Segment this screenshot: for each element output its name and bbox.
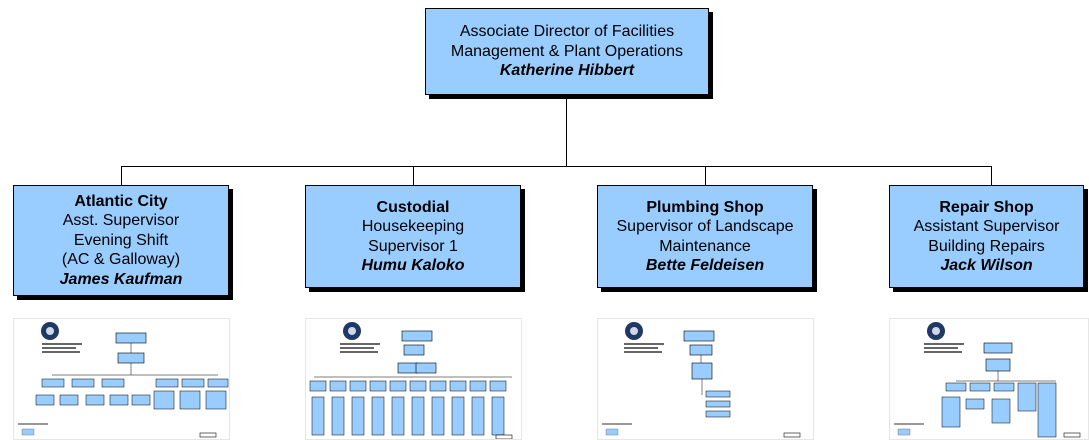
branch-box-plumbing-shop: Plumbing Shop Supervisor of Landscape Ma… <box>597 185 813 288</box>
root-title-line-2: Management & Plant Operations <box>450 42 684 60</box>
branch-person-name: James Kaufman <box>59 270 183 288</box>
horizontal-connector-line <box>121 166 992 167</box>
branch-role-line: Maintenance <box>659 237 751 255</box>
thumbnail-graphic <box>602 322 801 438</box>
root-position-box: Associate Director of Facilities Managem… <box>425 8 709 95</box>
org-chart-thumbnail-custodial[interactable] <box>305 318 522 440</box>
branch-connector-line-3 <box>705 166 706 186</box>
branch-role-line: (AC & Galloway) <box>61 251 181 269</box>
thumbnail-graphic <box>309 322 513 439</box>
root-person-name: Katherine Hibbert <box>499 62 635 80</box>
branch-box-atlantic-city: Atlantic City Asst. Supervisor Evening S… <box>13 185 229 296</box>
branch-title: Plumbing Shop <box>646 198 764 216</box>
branch-connector-line-4 <box>991 166 992 186</box>
root-title-line-1: Associate Director of Facilities <box>459 23 675 41</box>
branch-box-repair-shop: Repair Shop Assistant Supervisor Buildin… <box>889 185 1084 288</box>
branch-person-name: Bette Feldeisen <box>645 257 765 274</box>
branch-role-line: Supervisor 1 <box>368 237 458 255</box>
branch-box-custodial: Custodial Housekeeping Supervisor 1 Humu… <box>305 185 521 288</box>
thumbnail-graphic <box>18 322 229 438</box>
branch-title: Atlantic City <box>74 192 168 210</box>
branch-person-name: Jack Wilson <box>940 257 1033 274</box>
branch-role-line: Housekeeping <box>361 218 465 235</box>
branch-person-name: Humu Kaloko <box>361 257 465 274</box>
org-chart-thumbnail-repair-shop[interactable] <box>889 318 1089 440</box>
branch-connector-line-1 <box>121 166 122 186</box>
org-chart-thumbnail-atlantic-city[interactable] <box>13 318 230 440</box>
branch-role-line: Supervisor of Landscape <box>616 218 794 235</box>
thumbnail-graphic <box>894 322 1081 438</box>
branch-role-line: Assistant Supervisor <box>913 218 1060 235</box>
org-chart-thumbnail-plumbing-shop[interactable] <box>597 318 814 440</box>
branch-role-line: Asst. Supervisor <box>62 212 180 230</box>
branch-title: Custodial <box>376 198 450 216</box>
branch-role-line: Evening Shift <box>73 231 169 249</box>
branch-role-line: Building Repairs <box>928 237 1045 255</box>
branch-connector-line-2 <box>413 166 414 186</box>
branch-title: Repair Shop <box>939 198 1034 216</box>
root-connector-line <box>566 95 567 167</box>
